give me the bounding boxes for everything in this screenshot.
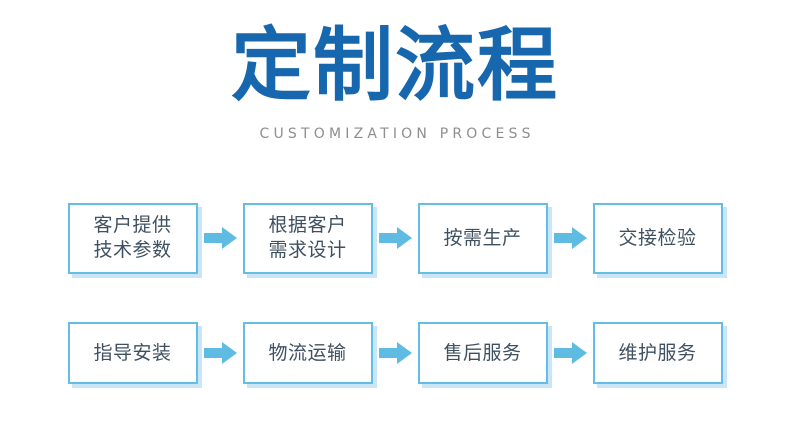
flow-step-label: 按需生产 (443, 226, 522, 249)
arrow-shaft (203, 233, 224, 243)
flow-step-7[interactable]: 售后服务 (417, 322, 548, 384)
flow-step-label: 客户提供 技术参数 (93, 214, 172, 261)
arrow-shaft (203, 348, 224, 358)
arrow-shaft (378, 233, 399, 243)
arrow-right-icon (198, 318, 243, 389)
arrow-head (396, 227, 412, 249)
flow-step-2[interactable]: 根据客户 需求设计 (242, 202, 373, 274)
flow-step-5[interactable]: 指导安装 (67, 322, 198, 384)
arrow-head (221, 227, 237, 249)
arrow-right-icon (198, 203, 243, 274)
arrow-shaft (553, 233, 574, 243)
arrow-right-icon (373, 203, 418, 274)
flow-row-2: 指导安装 物流运输 售后服务 维护服务 (0, 314, 790, 392)
arrow-right-icon (548, 203, 593, 274)
arrow-head (396, 342, 412, 364)
arrow-head (221, 342, 237, 364)
arrow-head (571, 342, 587, 364)
flow-step-label: 售后服务 (443, 341, 522, 364)
flow-step-8[interactable]: 维护服务 (592, 322, 723, 384)
flow-step-3[interactable]: 按需生产 (417, 202, 548, 274)
flow-step-label: 指导安装 (93, 341, 172, 364)
flow-step-label: 维护服务 (618, 341, 697, 364)
flow-step-6[interactable]: 物流运输 (242, 322, 373, 384)
page-title: 定制流程 (231, 19, 559, 112)
flow-step-4[interactable]: 交接检验 (592, 202, 723, 274)
flow-row-1: 客户提供 技术参数 根据客户 需求设计 按需生产 交接检验 (0, 199, 790, 277)
arrow-right-icon (373, 318, 418, 389)
arrow-right-icon (548, 318, 593, 389)
flow-step-label: 交接检验 (618, 226, 697, 249)
page-subtitle: CUSTOMIZATION PROCESS (259, 126, 535, 142)
flow-step-1[interactable]: 客户提供 技术参数 (67, 202, 198, 274)
flow-step-label: 物流运输 (268, 341, 347, 364)
arrow-shaft (378, 348, 399, 358)
flow-step-label: 根据客户 需求设计 (268, 214, 347, 261)
arrow-head (571, 227, 587, 249)
arrow-shaft (553, 348, 574, 358)
